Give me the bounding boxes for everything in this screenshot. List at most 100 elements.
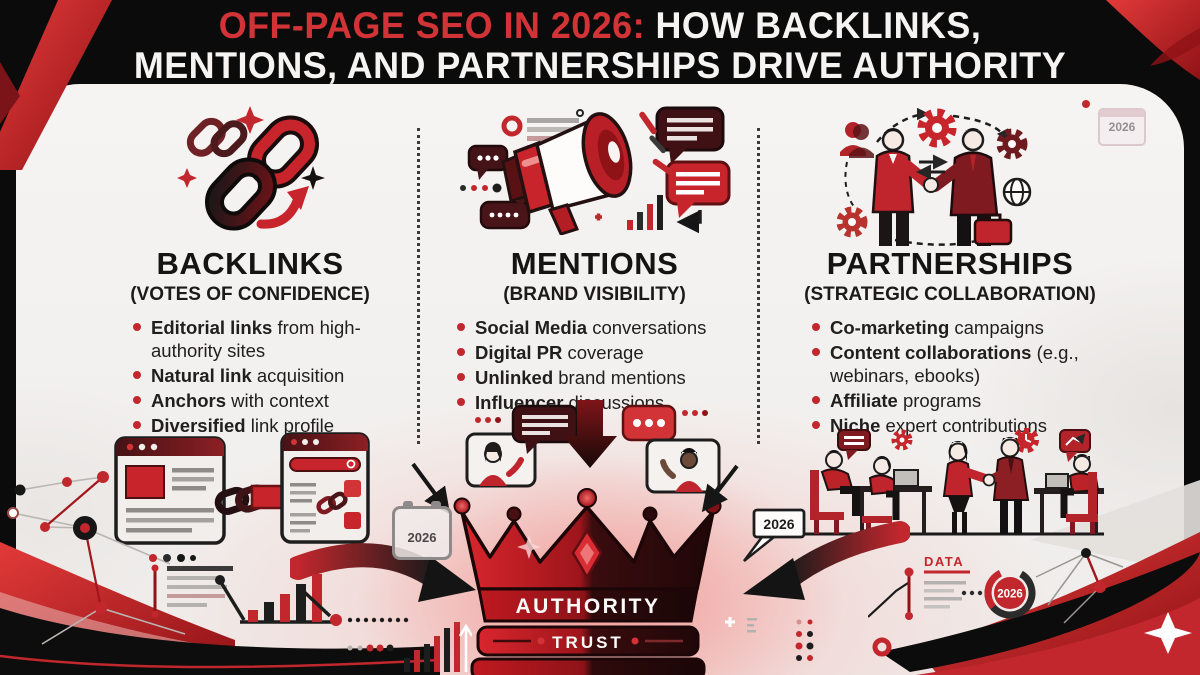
dots-plus-decor bbox=[725, 617, 814, 661]
bullet-rest: acquisition bbox=[251, 365, 345, 386]
top-right-wave bbox=[1106, 0, 1200, 80]
bullet-rest: with context bbox=[226, 390, 329, 411]
bullet-dot bbox=[133, 396, 141, 404]
chain-link-icon bbox=[177, 106, 325, 231]
browser-window bbox=[280, 432, 370, 544]
down-arrow-icon bbox=[563, 400, 617, 468]
gear-icon bbox=[836, 206, 868, 238]
standing-person-left bbox=[942, 441, 995, 534]
seated-person bbox=[862, 456, 900, 534]
trend-line-dots bbox=[298, 586, 409, 652]
donut-2026-badge: 2026 bbox=[984, 567, 1036, 619]
authority-crown: AUTHORITY TRUST bbox=[453, 488, 722, 675]
search-icon bbox=[346, 459, 356, 469]
list-item: Natural link acquisition bbox=[133, 364, 405, 387]
page-title-line2: MENTIONS, AND PARTNERSHIPS DRIVE AUTHORI… bbox=[133, 45, 1067, 86]
list-item: Affiliate programs bbox=[812, 389, 1110, 412]
bullet-dot bbox=[812, 348, 820, 356]
handshake-icon bbox=[836, 107, 1032, 246]
bullet-bold: Natural link bbox=[151, 365, 252, 386]
bullet-bold: Content collaborations bbox=[830, 342, 1032, 363]
speech-bubble-bottom bbox=[479, 194, 531, 230]
sparkle-icon bbox=[517, 535, 541, 559]
list-item: Content collaborations (e.g., webinars, … bbox=[812, 341, 1110, 387]
calendar-2026-badge: 2026 bbox=[392, 501, 452, 560]
sparkle-icon bbox=[236, 106, 264, 134]
partnership-meeting-illustration bbox=[804, 428, 1104, 536]
callout-year: 2026 bbox=[763, 516, 794, 532]
gear-icon bbox=[917, 108, 957, 148]
list-item: Digital PR coverage bbox=[457, 341, 752, 364]
bullet-rest: coverage bbox=[562, 342, 644, 363]
bullet-list: Co-marketing campaigns Content collabora… bbox=[812, 316, 1110, 437]
handshake-hands bbox=[982, 473, 996, 487]
data-circuit-decor: DATA 2026 bbox=[868, 548, 1124, 657]
bullet-rest: brand mentions bbox=[553, 367, 686, 388]
seated-person bbox=[810, 450, 860, 534]
list-item: Anchors with context bbox=[133, 389, 405, 412]
crown-trust-label: TRUST bbox=[552, 633, 624, 652]
businessman-left bbox=[871, 128, 935, 246]
mentions-videocall-illustration bbox=[465, 400, 721, 494]
list-item: Co-marketing campaigns bbox=[812, 316, 1110, 339]
speech-bubble-red bbox=[665, 160, 731, 218]
column-divider-right bbox=[757, 128, 760, 444]
column-subtitle: (STRATEGIC COLLABORATION) bbox=[804, 284, 1096, 305]
seated-person bbox=[1060, 454, 1100, 534]
backlink-browsers-illustration bbox=[114, 432, 370, 545]
bullet-dot bbox=[457, 373, 465, 381]
bullet-bold: Digital PR bbox=[475, 342, 563, 363]
title-highlight: OFF-PAGE SEO IN 2026: bbox=[218, 5, 646, 46]
column-subtitle: (BRAND VISIBILITY) bbox=[503, 284, 686, 305]
megaphone-body bbox=[501, 112, 633, 235]
bullet-rest: expert contributions bbox=[880, 415, 1047, 436]
crown-authority-label: AUTHORITY bbox=[516, 595, 661, 618]
list-item: Editorial links from high-authority site… bbox=[133, 316, 405, 362]
bullet-dot bbox=[133, 371, 141, 379]
bullet-dot bbox=[457, 348, 465, 356]
bullet-dot bbox=[133, 323, 141, 331]
red-dot-decor bbox=[1082, 100, 1090, 108]
list-item: Unlinked brand mentions bbox=[457, 366, 752, 389]
sparkle-icon bbox=[301, 166, 325, 190]
plus-icon bbox=[725, 617, 735, 627]
handshake-hands bbox=[923, 177, 939, 193]
column-title: MENTIONS bbox=[510, 246, 679, 281]
briefcase-icon bbox=[973, 213, 1013, 246]
column-title: PARTNERSHIPS bbox=[826, 246, 1074, 281]
column-divider-left bbox=[417, 128, 420, 444]
bullet-dot bbox=[457, 398, 465, 406]
businessman-right bbox=[929, 128, 999, 246]
notes-list-decor bbox=[149, 554, 233, 618]
bullet-dot bbox=[812, 396, 820, 404]
video-frame-right bbox=[645, 438, 721, 494]
gear-clock-icon bbox=[1013, 428, 1039, 453]
title-rest: HOW BACKLINKS, bbox=[645, 5, 982, 46]
list-item: Diversified link profile bbox=[133, 414, 405, 437]
bullet-bold: Editorial links bbox=[151, 317, 273, 338]
megaphone-icon bbox=[460, 106, 731, 235]
speech-bubble-dark bbox=[837, 429, 871, 460]
gear-icon bbox=[996, 128, 1028, 160]
column-partnerships: PARTNERSHIPS (STRATEGIC COLLABORATION) C… bbox=[790, 246, 1110, 439]
bullet-dot bbox=[812, 323, 820, 331]
calendar-year: 2026 bbox=[1108, 120, 1136, 134]
bullet-rest: link profile bbox=[245, 415, 335, 436]
bullet-bold: Diversified bbox=[151, 415, 246, 436]
bullet-rest: (e.g., webinars, ebooks) bbox=[830, 342, 1079, 386]
column-title: BACKLINKS bbox=[156, 246, 344, 281]
page-title-line1: OFF-PAGE SEO IN 2026: HOW BACKLINKS, bbox=[18, 6, 1182, 46]
mini-bar-chart bbox=[627, 195, 663, 230]
video-frame-left bbox=[465, 432, 537, 488]
bottom-right-waves bbox=[880, 480, 1200, 675]
sparkle-icon bbox=[1144, 612, 1192, 654]
speech-bubble-dark bbox=[511, 404, 579, 454]
bullet-dot bbox=[812, 421, 820, 429]
top-left-ribbon bbox=[0, 0, 112, 170]
donut-year: 2026 bbox=[997, 589, 1023, 601]
right-swoosh-arrow bbox=[743, 521, 910, 600]
bullet-bold: Social Media bbox=[475, 317, 588, 338]
bottom-left-waves bbox=[0, 542, 440, 675]
bullet-rest: campaigns bbox=[949, 317, 1044, 338]
